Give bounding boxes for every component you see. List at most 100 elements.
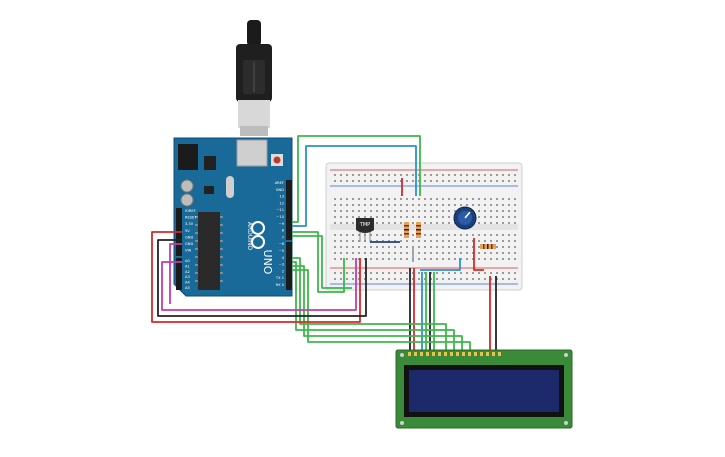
breadboard-hole[interactable]: [448, 198, 450, 200]
breadboard-hole[interactable]: [394, 174, 396, 176]
breadboard-hole[interactable]: [358, 234, 360, 236]
breadboard-hole[interactable]: [382, 198, 384, 200]
breadboard-hole[interactable]: [430, 180, 432, 182]
breadboard-hole[interactable]: [358, 198, 360, 200]
breadboard-hole[interactable]: [352, 272, 354, 274]
breadboard-hole[interactable]: [394, 216, 396, 218]
breadboard-hole[interactable]: [496, 272, 498, 274]
breadboard-hole[interactable]: [334, 258, 336, 260]
breadboard-hole[interactable]: [466, 246, 468, 248]
breadboard-hole[interactable]: [352, 222, 354, 224]
breadboard-hole[interactable]: [442, 240, 444, 242]
breadboard-hole[interactable]: [514, 246, 516, 248]
breadboard-hole[interactable]: [514, 204, 516, 206]
breadboard-hole[interactable]: [442, 180, 444, 182]
breadboard-hole[interactable]: [376, 180, 378, 182]
breadboard-hole[interactable]: [412, 210, 414, 212]
breadboard-hole[interactable]: [424, 174, 426, 176]
breadboard-hole[interactable]: [472, 234, 474, 236]
breadboard-hole[interactable]: [514, 240, 516, 242]
breadboard-hole[interactable]: [346, 246, 348, 248]
breadboard-hole[interactable]: [394, 180, 396, 182]
breadboard-hole[interactable]: [400, 278, 402, 280]
lcd-pin[interactable]: [438, 352, 441, 356]
breadboard-hole[interactable]: [412, 198, 414, 200]
breadboard-hole[interactable]: [418, 174, 420, 176]
breadboard-hole[interactable]: [400, 252, 402, 254]
breadboard-hole[interactable]: [388, 210, 390, 212]
breadboard-hole[interactable]: [394, 222, 396, 224]
breadboard-hole[interactable]: [442, 204, 444, 206]
breadboard-hole[interactable]: [382, 246, 384, 248]
breadboard-hole[interactable]: [490, 210, 492, 212]
lcd-pin[interactable]: [492, 352, 495, 356]
breadboard-hole[interactable]: [352, 198, 354, 200]
breadboard-hole[interactable]: [406, 246, 408, 248]
breadboard-hole[interactable]: [460, 258, 462, 260]
breadboard-hole[interactable]: [400, 210, 402, 212]
breadboard-hole[interactable]: [412, 272, 414, 274]
breadboard-hole[interactable]: [508, 272, 510, 274]
digital-header-upper[interactable]: [286, 180, 292, 240]
breadboard-hole[interactable]: [340, 246, 342, 248]
breadboard-hole[interactable]: [382, 204, 384, 206]
breadboard-hole[interactable]: [382, 216, 384, 218]
breadboard-hole[interactable]: [412, 216, 414, 218]
breadboard-hole[interactable]: [418, 198, 420, 200]
breadboard-hole[interactable]: [358, 204, 360, 206]
breadboard-hole[interactable]: [340, 180, 342, 182]
breadboard-hole[interactable]: [502, 258, 504, 260]
breadboard-hole[interactable]: [502, 180, 504, 182]
breadboard-hole[interactable]: [394, 198, 396, 200]
breadboard-hole[interactable]: [334, 180, 336, 182]
breadboard-hole[interactable]: [490, 198, 492, 200]
breadboard-hole[interactable]: [490, 272, 492, 274]
breadboard-hole[interactable]: [376, 210, 378, 212]
analog-header[interactable]: [176, 258, 182, 290]
breadboard-hole[interactable]: [448, 222, 450, 224]
breadboard-hole[interactable]: [478, 222, 480, 224]
breadboard-hole[interactable]: [430, 252, 432, 254]
breadboard-hole[interactable]: [388, 216, 390, 218]
breadboard-hole[interactable]: [418, 240, 420, 242]
breadboard-hole[interactable]: [352, 180, 354, 182]
breadboard-hole[interactable]: [340, 210, 342, 212]
breadboard-hole[interactable]: [346, 240, 348, 242]
breadboard-hole[interactable]: [496, 258, 498, 260]
breadboard-hole[interactable]: [454, 180, 456, 182]
breadboard-hole[interactable]: [508, 234, 510, 236]
breadboard-hole[interactable]: [454, 240, 456, 242]
breadboard-hole[interactable]: [478, 198, 480, 200]
breadboard-hole[interactable]: [490, 252, 492, 254]
breadboard-hole[interactable]: [424, 272, 426, 274]
breadboard-hole[interactable]: [466, 180, 468, 182]
breadboard-hole[interactable]: [376, 258, 378, 260]
breadboard-hole[interactable]: [514, 216, 516, 218]
breadboard-hole[interactable]: [436, 278, 438, 280]
breadboard-hole[interactable]: [424, 216, 426, 218]
breadboard-hole[interactable]: [400, 198, 402, 200]
breadboard-hole[interactable]: [400, 204, 402, 206]
breadboard-hole[interactable]: [448, 204, 450, 206]
breadboard-hole[interactable]: [466, 204, 468, 206]
breadboard-hole[interactable]: [382, 180, 384, 182]
breadboard-hole[interactable]: [484, 222, 486, 224]
breadboard-hole[interactable]: [496, 198, 498, 200]
breadboard-hole[interactable]: [352, 252, 354, 254]
breadboard-hole[interactable]: [466, 240, 468, 242]
breadboard-hole[interactable]: [358, 278, 360, 280]
breadboard-hole[interactable]: [358, 216, 360, 218]
breadboard-hole[interactable]: [334, 198, 336, 200]
breadboard-hole[interactable]: [370, 180, 372, 182]
breadboard-hole[interactable]: [364, 258, 366, 260]
breadboard-hole[interactable]: [502, 246, 504, 248]
breadboard-hole[interactable]: [514, 222, 516, 224]
breadboard-hole[interactable]: [436, 216, 438, 218]
breadboard-hole[interactable]: [334, 272, 336, 274]
breadboard-hole[interactable]: [496, 210, 498, 212]
breadboard-hole[interactable]: [460, 234, 462, 236]
breadboard-hole[interactable]: [388, 258, 390, 260]
breadboard-hole[interactable]: [412, 180, 414, 182]
breadboard-hole[interactable]: [346, 252, 348, 254]
breadboard-hole[interactable]: [430, 174, 432, 176]
